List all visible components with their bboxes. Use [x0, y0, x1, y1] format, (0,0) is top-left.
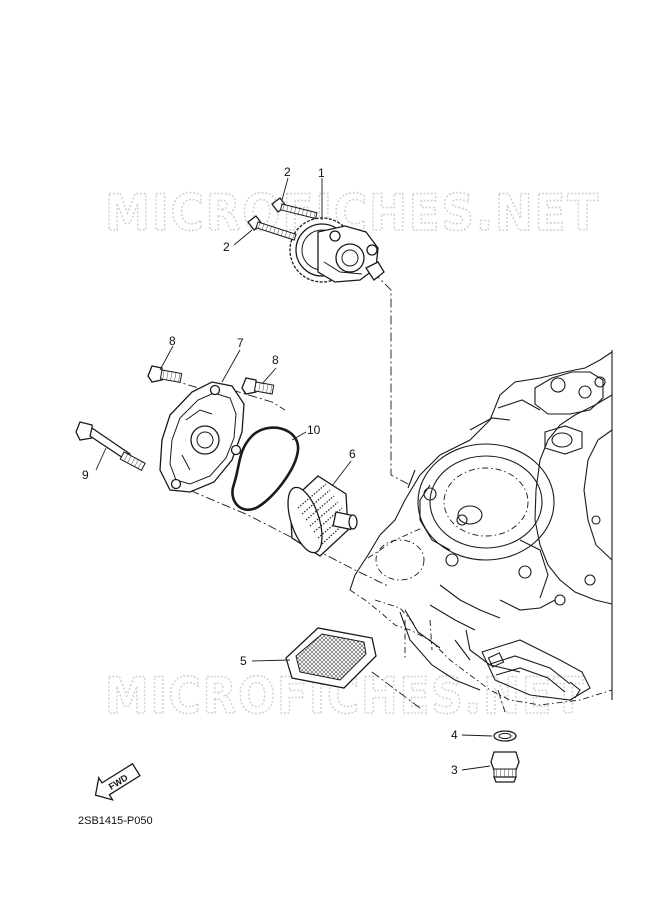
fwd-arrow-icon: FWD — [94, 762, 141, 801]
leader-lines — [95, 177, 493, 771]
drain-plug-3 — [490, 751, 520, 783]
bolt-2-lower — [247, 215, 297, 241]
bolt-2-upper — [271, 197, 318, 220]
pump-cover — [159, 381, 245, 493]
callout-5: 5 — [240, 654, 247, 668]
callout-2-lower: 2 — [223, 240, 230, 254]
callout-8-right: 8 — [272, 353, 279, 367]
callout-10: 10 — [307, 423, 321, 437]
install-line-oil-pump — [372, 271, 411, 486]
callout-6: 6 — [349, 447, 356, 461]
bolt-8-left — [147, 365, 183, 383]
diagram-code: 2SB1415-P050 — [78, 815, 153, 827]
callout-7: 7 — [237, 336, 244, 350]
oil-pump-assembly — [289, 217, 385, 283]
callout-4: 4 — [451, 728, 458, 742]
gasket-4 — [493, 730, 517, 742]
gasket-4-hole — [498, 732, 512, 740]
callout-8-left: 8 — [169, 334, 176, 348]
o-ring-10 — [231, 426, 300, 511]
install-line-cover-to-case — [174, 483, 389, 587]
callout-1: 1 — [318, 166, 325, 180]
bolt-9-long — [75, 421, 146, 472]
callout-9: 9 — [82, 468, 89, 482]
install-line-strainer — [371, 671, 421, 709]
callout-2-upper: 2 — [284, 165, 291, 179]
callout-3: 3 — [451, 763, 458, 777]
oil-strainer — [285, 627, 377, 689]
oil-filter-element — [287, 475, 358, 557]
install-line-drain — [497, 689, 506, 713]
bolt-8-right — [241, 377, 275, 395]
crankcase-outline — [349, 350, 613, 706]
